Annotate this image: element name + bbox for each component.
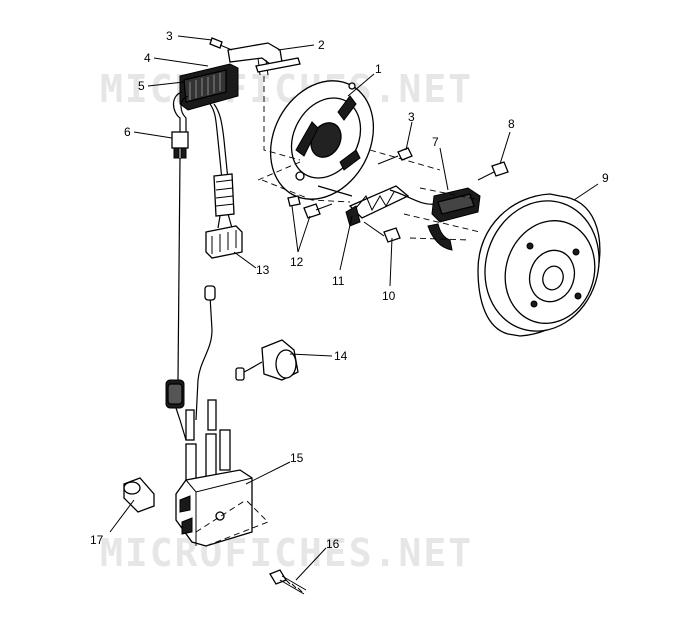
regulator-wire-a	[172, 91, 183, 140]
wrapped-harness	[213, 173, 235, 229]
stator-screw	[377, 147, 413, 165]
callout-2: 2	[318, 38, 325, 52]
alignment-line-d	[403, 213, 481, 241]
alignment-line-c	[369, 149, 481, 201]
callout-15: 15	[290, 451, 304, 465]
callout-9: 9	[602, 171, 609, 185]
pulser-coil	[427, 187, 481, 251]
voltage-regulator	[179, 63, 239, 111]
leader-lines	[109, 35, 599, 581]
stator-plate	[269, 80, 375, 200]
callout-8: 8	[508, 117, 515, 131]
watermark-top: MICROFICHES.NET	[100, 67, 473, 111]
callout-5: 5	[138, 79, 145, 93]
callout-3a: 3	[166, 29, 173, 43]
callout-12: 12	[290, 255, 304, 269]
connector-6	[171, 131, 189, 159]
plate-screws	[287, 195, 333, 219]
coil-alignment	[195, 499, 269, 547]
flywheel	[477, 193, 601, 337]
callout-17: 17	[90, 533, 104, 547]
mounting-bracket	[227, 42, 301, 76]
callout-16: 16	[326, 537, 340, 551]
coil-screw	[363, 221, 401, 243]
callout-7: 7	[432, 135, 439, 149]
callout-4: 4	[144, 51, 151, 65]
regulator-wire-b	[180, 95, 189, 140]
spark-plug-cap	[235, 339, 299, 381]
charging-coil	[345, 185, 410, 227]
ground-wire	[177, 157, 181, 381]
callout-6: 6	[124, 125, 131, 139]
callout-13: 13	[256, 263, 270, 277]
callout-1: 1	[375, 62, 382, 76]
alignment-line-b	[257, 161, 351, 203]
kill-wire	[195, 295, 213, 421]
coil-wire	[317, 185, 437, 205]
callout-14: 14	[334, 349, 348, 363]
bullet-connector	[204, 285, 216, 301]
bracket-screw-top	[209, 37, 233, 51]
alignment-line-a	[263, 76, 301, 161]
callout-10: 10	[382, 289, 396, 303]
callout-11: 11	[332, 274, 345, 288]
regulator-wire-d	[213, 103, 229, 181]
coil-bolt	[269, 569, 307, 595]
ignition-coil	[175, 399, 253, 547]
watermark-bottom: MICROFICHES.NET	[100, 531, 473, 575]
regulator-wire-c	[209, 103, 223, 181]
inline-connector	[165, 379, 187, 441]
connector-13	[205, 225, 243, 259]
callout-3b: 3	[408, 110, 415, 124]
flywheel-screw	[477, 161, 509, 181]
